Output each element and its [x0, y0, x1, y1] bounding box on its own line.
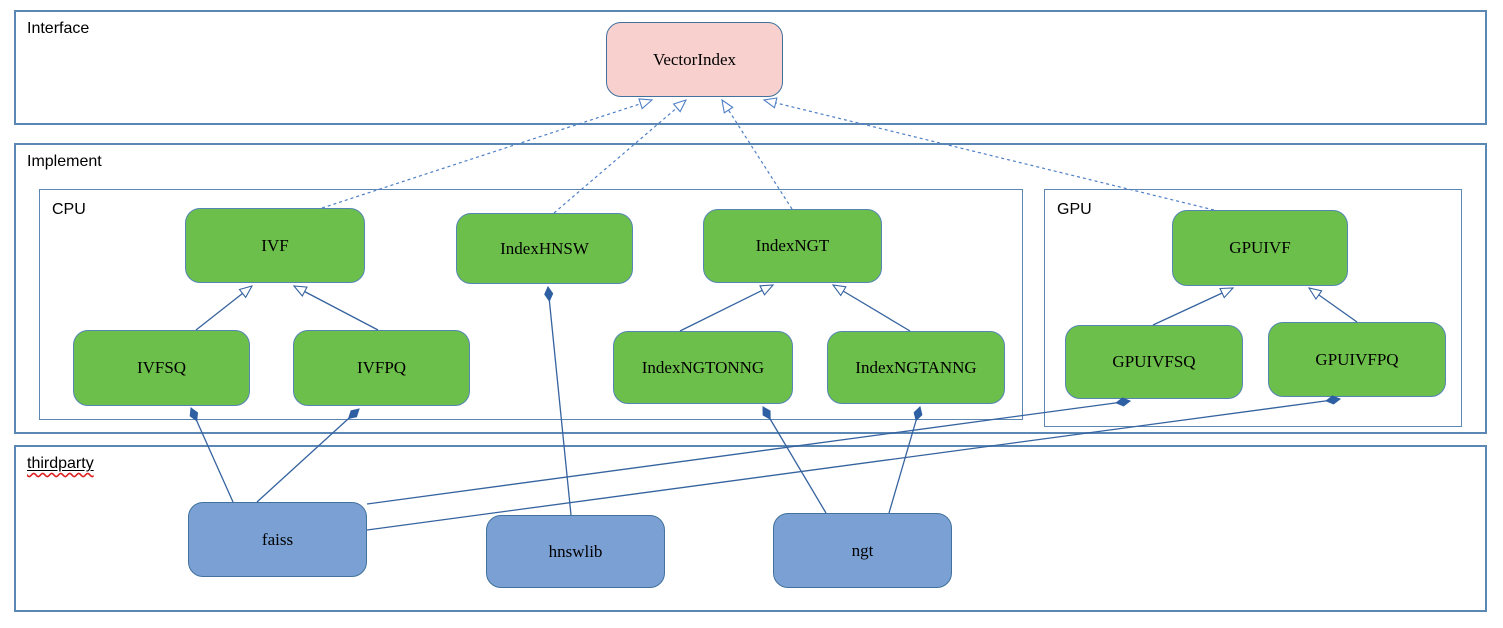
- node-ivf: IVF: [185, 208, 365, 283]
- node-ngt: ngt: [773, 513, 952, 588]
- interface-container-label: Interface: [27, 20, 90, 37]
- node-ivfsq-label: IVFSQ: [136, 358, 187, 377]
- node-vectorindex: VectorIndex: [606, 22, 783, 97]
- node-indexngtanng: IndexNGTANNG: [827, 331, 1005, 404]
- node-gpuivf: GPUIVF: [1172, 210, 1348, 286]
- node-ngt-label: ngt: [851, 540, 874, 560]
- node-indexngt-label: IndexNGT: [755, 236, 830, 255]
- node-gpuivf-label: GPUIVF: [1229, 238, 1291, 257]
- node-faiss-label: faiss: [261, 529, 294, 549]
- node-gpuivfpq-label: GPUIVFPQ: [1315, 349, 1399, 369]
- node-gpuivfsq-label: GPUIVFSQ: [1112, 352, 1196, 371]
- node-gpuivfsq: GPUIVFSQ: [1065, 325, 1243, 399]
- node-indexngtonng: IndexNGTONNG: [613, 331, 793, 404]
- node-ivfpq-label: IVFPQ: [356, 358, 407, 377]
- node-indexngt: IndexNGT: [703, 209, 882, 283]
- node-indexngtonng-label: IndexNGTONNG: [641, 357, 765, 377]
- node-ivfpq: IVFPQ: [293, 330, 470, 406]
- node-ivfsq: IVFSQ: [73, 330, 250, 406]
- node-ivf-label: IVF: [261, 235, 289, 255]
- gpu-container-label: GPU: [1057, 201, 1092, 218]
- node-vectorindex-label: VectorIndex: [652, 49, 737, 69]
- thirdparty-misspelled-text: thirdparty: [27, 455, 94, 472]
- node-gpuivfpq: GPUIVFPQ: [1268, 322, 1446, 397]
- node-hnswlib: hnswlib: [486, 515, 665, 588]
- node-indexhnsw: IndexHNSW: [456, 213, 633, 284]
- node-hnswlib-label: hnswlib: [548, 541, 603, 561]
- thirdparty-container-label: thirdparty: [27, 455, 94, 473]
- cpu-container-label: CPU: [52, 201, 86, 218]
- implement-container-label: Implement: [27, 153, 102, 170]
- node-faiss: faiss: [188, 502, 367, 577]
- node-indexhnsw-label: IndexHNSW: [500, 238, 589, 258]
- node-indexngtanng-label: IndexNGTANNG: [855, 357, 977, 377]
